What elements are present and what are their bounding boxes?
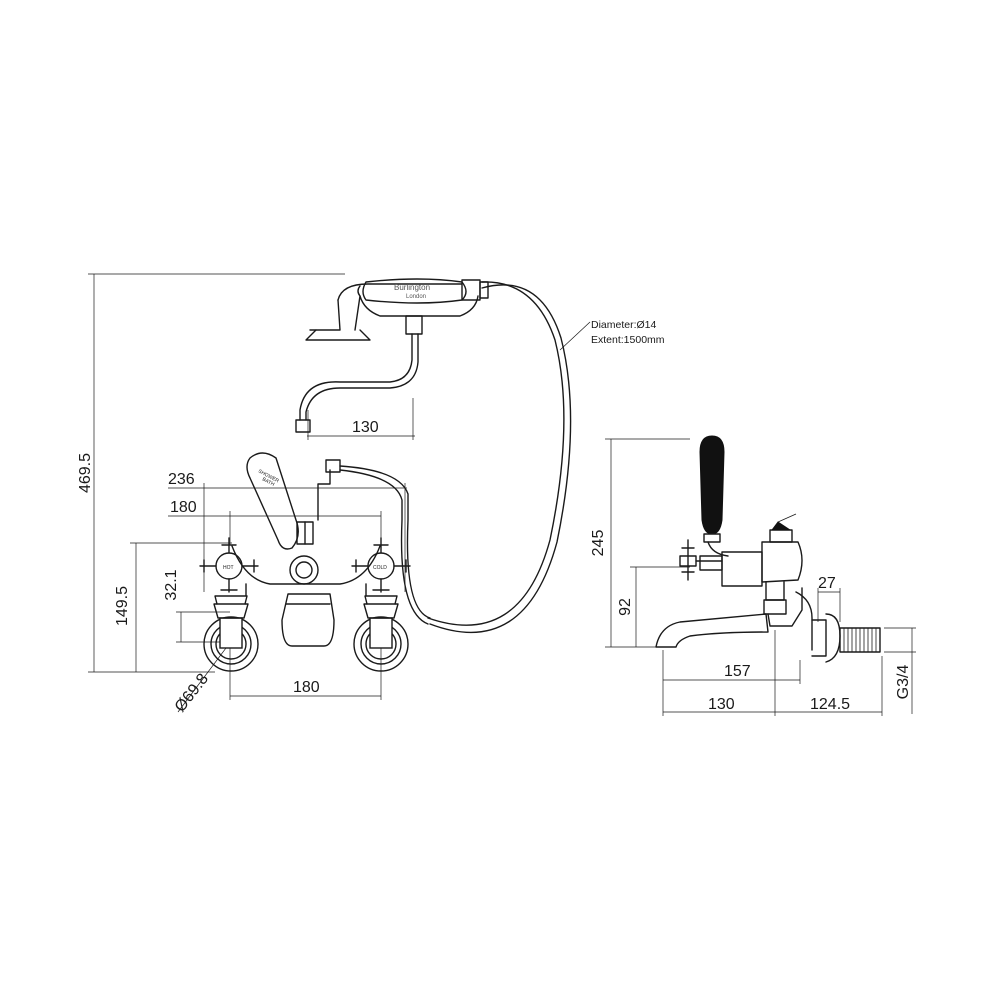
dim-inlet-height-label: 149.5	[114, 586, 131, 626]
dim-span-180-top: 180	[168, 499, 382, 545]
dim-depth-124-5-label: 124.5	[810, 696, 850, 713]
hose-callout: Diameter:Ø14 Extent:1500mm	[559, 319, 665, 351]
dim-span-236: 236	[168, 471, 407, 592]
dim-depth-130: 130	[663, 630, 776, 716]
mixer-body	[231, 521, 381, 647]
dim-depth-157: 157	[662, 650, 801, 716]
shower-hose	[427, 281, 572, 633]
handset-city: London	[406, 294, 426, 300]
cold-label: COLD	[373, 565, 387, 571]
dim-total-height-label: 469.5	[77, 453, 94, 493]
thread-pattern	[843, 628, 877, 652]
dim-side-height-92-label: 92	[617, 598, 634, 616]
inlet-left	[203, 595, 259, 672]
dim-total-height: 469.5	[77, 273, 345, 673]
dim-depth-124-5: 124.5	[775, 656, 883, 716]
dim-thread-size: G3/4	[884, 627, 916, 714]
lever-label-bath: BATH	[261, 476, 276, 488]
dim-spout-drop-label: 32.1	[163, 569, 180, 600]
dim-depth-130-label: 130	[708, 696, 735, 713]
side-view: 245 92	[590, 435, 916, 716]
handset-brand: Burlington	[394, 283, 430, 292]
dim-shower-offset: 130	[307, 398, 415, 440]
hose-extent: Extent:1500mm	[591, 334, 665, 346]
dim-depth-157-label: 157	[724, 663, 751, 680]
handset-handle: Burlington London	[357, 278, 489, 304]
dim-span-180-bottom-label: 180	[293, 679, 320, 696]
dim-shower-offset-label: 130	[352, 419, 379, 436]
hose-diameter: Diameter:Ø14	[591, 319, 657, 331]
dim-span-180-top-label: 180	[170, 499, 197, 516]
dim-side-height-92: 92	[617, 566, 690, 647]
side-cross-handle	[679, 539, 723, 581]
handset-cradle	[295, 283, 479, 433]
shower-riser	[317, 459, 431, 625]
dim-side-height-245: 245	[590, 438, 690, 648]
dim-side-height-245-label: 245	[590, 530, 607, 557]
dim-inlet-height: 149.5	[114, 542, 232, 672]
diverter-lever: SHOWER BATH	[246, 452, 299, 550]
dim-span-180-bottom: 180	[229, 648, 382, 700]
inlet-right	[353, 595, 409, 672]
hot-label: HOT	[223, 565, 234, 571]
dim-outlet-diameter-label: Ø69.8	[172, 671, 212, 716]
dim-thread-size-label: G3/4	[895, 665, 912, 700]
side-spout	[655, 613, 769, 648]
dim-thread-27-label: 27	[818, 575, 836, 592]
side-body	[721, 513, 813, 651]
side-lever	[699, 435, 729, 557]
front-view: 469.5 149.5 32.1 236 180	[77, 273, 665, 716]
dim-thread-27: 27	[817, 575, 841, 622]
side-wall-connector	[811, 613, 881, 663]
dim-span-236-label: 236	[168, 471, 195, 488]
handle-hot: HOT	[199, 537, 259, 593]
